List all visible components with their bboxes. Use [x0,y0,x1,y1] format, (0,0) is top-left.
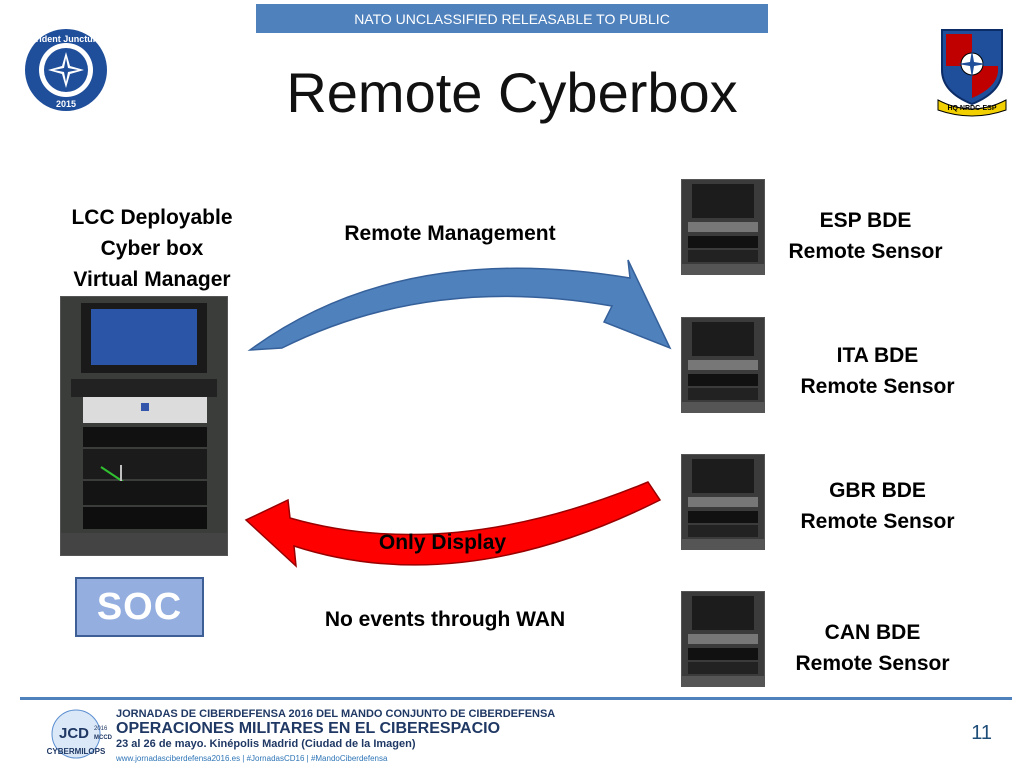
manager-label-line: Cyber box [100,237,204,260]
classification-banner: NATO UNCLASSIFIED RELEASABLE TO PUBLIC [256,4,768,33]
sensor-label-gbr: GBR BDE Remote Sensor [790,475,965,537]
sensor-label-line: CAN BDE [824,621,921,644]
sensor-label-line: Remote Sensor [788,240,943,263]
footer-links: www.jornadasciberdefensa2016.es | #Jorna… [116,754,388,763]
classification-text: NATO UNCLASSIFIED RELEASABLE TO PUBLIC [354,10,670,27]
arrows-diagram [244,259,672,568]
no-events-label: No events through WAN [324,608,566,631]
sensor-photo [681,454,765,550]
svg-text:JCD: JCD [59,725,89,742]
sensor-label-line: ITA BDE [836,344,919,367]
sensor-photo [681,591,765,687]
sensor-label-line: GBR BDE [829,479,926,502]
sensor-label-line: Remote Sensor [795,652,950,675]
sensor-photo [681,317,765,413]
footer-line: 23 al 26 de mayo. Kinépolis Madrid (Ciud… [116,738,416,750]
only-display-arrow [244,481,662,568]
svg-text:2015: 2015 [56,99,76,109]
svg-text:MCCD: MCCD [94,735,113,741]
footer-line: OPERACIONES MILITARES EN EL CIBERESPACIO [116,720,501,737]
remote-management-label: Remote Management [344,222,556,245]
sensor-label-line: Remote Sensor [800,375,955,398]
remote-management-arrow [247,259,672,351]
trident-juncture-logo: Trident Juncture 2015 [24,28,108,112]
sensor-label-line: ESP BDE [819,209,912,232]
svg-text:HQ NRDC-ESP: HQ NRDC-ESP [947,105,996,112]
cyber-box-manager-photo [60,296,228,556]
sensor-label-ita: ITA BDE Remote Sensor [790,340,965,402]
sensor-label-line: Remote Sensor [800,510,955,533]
only-display-label: Only Display [378,531,507,554]
svg-text:Trident Juncture: Trident Juncture [31,34,102,44]
manager-label-line: LCC Deployable [71,206,233,229]
footer-line: JORNADAS DE CIBERDEFENSA 2016 DEL MANDO … [116,708,556,720]
soc-label: SOC [96,585,183,628]
footer-text: JORNADAS DE CIBERDEFENSA 2016 DEL MANDO … [116,708,716,763]
soc-box: SOC [75,577,204,637]
page-number: 11 [971,722,992,744]
jcd-cybermilops-logo: JCD 2016 MCCD CYBERMILOPS [44,708,113,764]
svg-text:2016: 2016 [94,726,108,732]
manager-label: LCC Deployable Cyber box Virtual Manager [52,202,252,295]
nrdc-esp-shield-logo: HQ NRDC-ESP [936,26,1008,117]
page-title: Remote Cyberbox [286,61,738,124]
sensor-label-esp: ESP BDE Remote Sensor [778,205,953,267]
sensor-photo [681,179,765,275]
footer-divider [20,697,1012,700]
svg-text:CYBERMILOPS: CYBERMILOPS [47,747,106,756]
sensor-label-can: CAN BDE Remote Sensor [785,617,960,679]
manager-label-line: Virtual Manager [73,268,231,291]
